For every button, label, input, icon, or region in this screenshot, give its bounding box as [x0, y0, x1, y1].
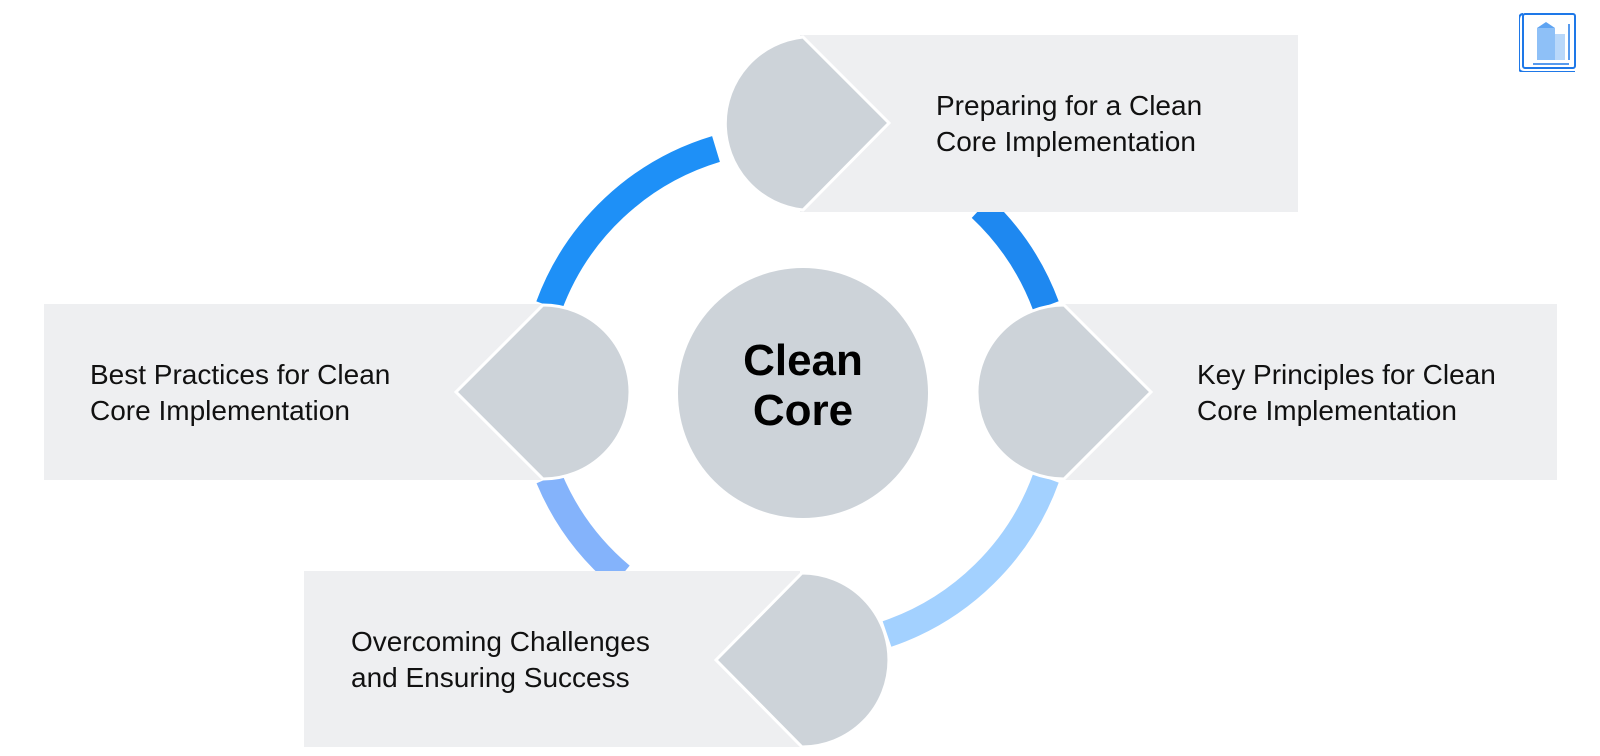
- step-label-left-line2: Core Implementation: [90, 395, 350, 426]
- step-label-top-line1: Preparing for a Clean: [936, 90, 1203, 121]
- step-label-top: Preparing for a Clean Core Implementatio…: [936, 88, 1202, 160]
- step-label-left: Best Practices for Clean Core Implementa…: [90, 357, 390, 429]
- ring-arc-top-right: [971, 198, 1059, 311]
- step-label-right-line1: Key Principles for Clean: [1197, 359, 1496, 390]
- center-label: Clean Core: [678, 336, 928, 436]
- step-label-bottom-line1: Overcoming Challenges: [351, 626, 650, 657]
- ring-arc-top-left: [536, 136, 720, 311]
- center-circle: [678, 268, 928, 518]
- center-label-line1: Clean: [743, 336, 863, 385]
- step-marker-left: [453, 303, 632, 481]
- step-label-bottom-line2: and Ensuring Success: [351, 662, 630, 693]
- step-label-left-line1: Best Practices for Clean: [90, 359, 391, 390]
- step-label-top-line2: Core Implementation: [936, 126, 1196, 157]
- blueprint-building-icon: [1519, 13, 1576, 72]
- step-label-right-line2: Core Implementation: [1197, 395, 1457, 426]
- step-marker-right: [975, 303, 1154, 481]
- ring-arc-bottom-left: [536, 472, 630, 587]
- step-label-bottom: Overcoming Challenges and Ensuring Succe…: [351, 624, 650, 696]
- ring-arc-bottom-right: [882, 473, 1059, 647]
- step-label-right: Key Principles for Clean Core Implementa…: [1197, 357, 1496, 429]
- center-label-line2: Core: [752, 386, 854, 435]
- step-marker-top: [723, 35, 892, 212]
- step-marker-bottom: [713, 571, 891, 749]
